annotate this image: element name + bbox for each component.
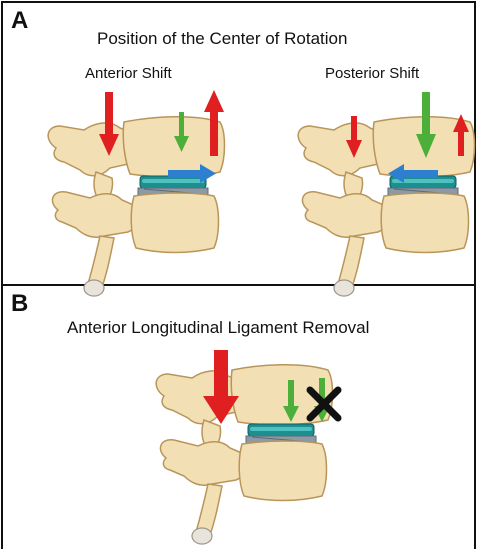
bottom-spine-illustration <box>156 365 332 544</box>
right-spine-illustration <box>298 117 474 296</box>
left-spine-illustration <box>48 117 224 296</box>
